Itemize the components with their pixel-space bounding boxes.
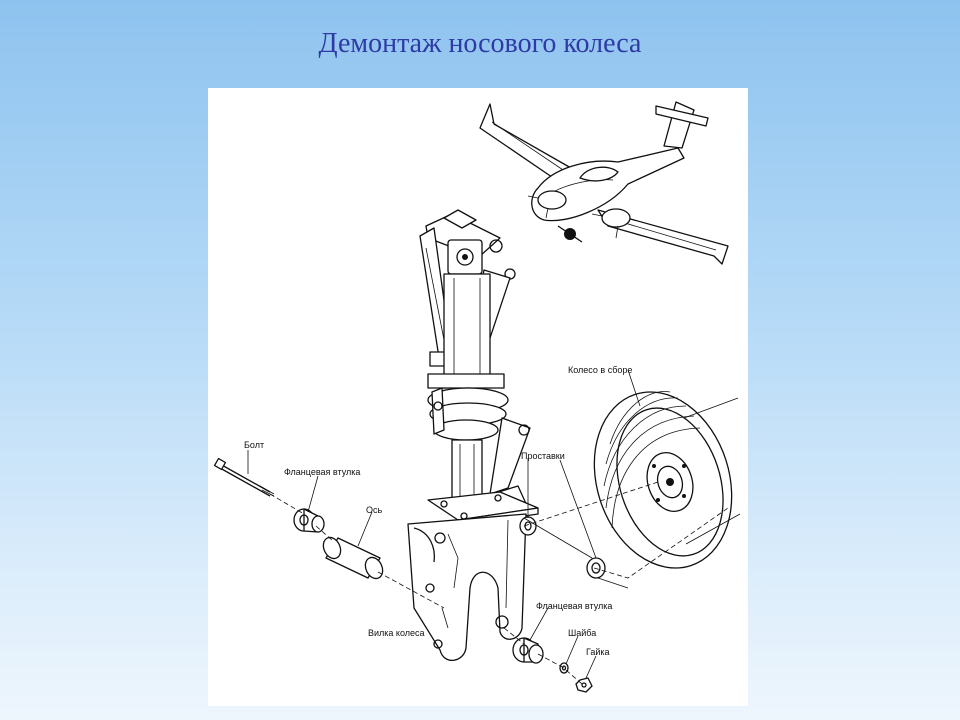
aircraft-inset-illustration [479,101,729,265]
wheel-assembly-part [593,391,733,569]
nose-gear-strut [419,209,539,527]
label-washer: Шайба [568,628,596,638]
label-spacers: Проставки [521,451,565,461]
washer-part [559,662,569,674]
flange-bushing-right-part [512,637,544,664]
bolt-part [213,457,275,497]
wheel-fork-part [407,513,527,661]
assembly-dashed-lines [269,397,741,685]
diagram-panel: Колесо в сборе Проставки Болт Фланцевая … [208,88,748,706]
label-nut: Гайка [586,647,610,657]
flange-bushing-left-part [293,508,325,533]
label-wheel-fork: Вилка колеса [368,628,425,638]
label-bolt: Болт [244,440,264,450]
callout-leader-lines [247,369,641,679]
label-flange-bushing-right: Фланцевая втулка [536,601,612,611]
label-wheel-assembly: Колесо в сборе [568,365,632,375]
nut-part [575,677,593,693]
axle-part [322,536,384,580]
label-flange-bushing-left: Фланцевая втулка [284,467,360,477]
label-axle: Ось [366,505,383,515]
spacer-parts [519,516,606,579]
nose-gear-diagram: Колесо в сборе Проставки Болт Фланцевая … [213,101,741,693]
slide-title: Демонтаж носового колеса [318,28,642,59]
